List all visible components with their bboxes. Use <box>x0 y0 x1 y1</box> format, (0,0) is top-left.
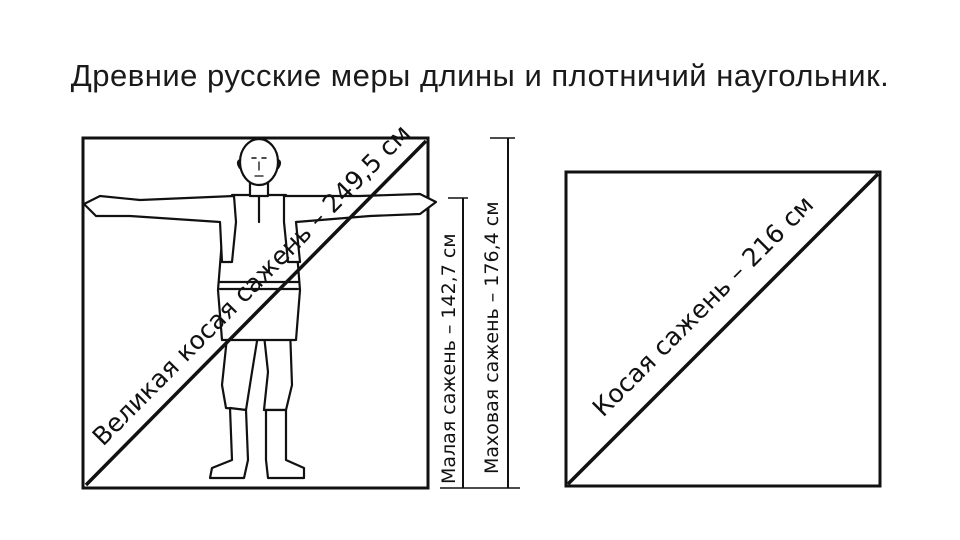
right-diagonal-line <box>566 172 880 486</box>
left-square-frame <box>81 136 430 490</box>
right-figure: Косая сажень – 216 см <box>564 170 882 488</box>
left-figure: Великая косая сажень – 249,5 см Малая са… <box>81 119 520 490</box>
man-figure <box>82 137 438 480</box>
oblique-sazhen-label: Косая сажень – 216 см <box>587 190 820 423</box>
flying-sazhen-label: Маховая сажень – 176,4 см <box>481 201 503 474</box>
left-diagonal-line <box>84 139 428 487</box>
right-square-frame <box>564 170 882 488</box>
small-sazhen-label: Малая сажень – 142,7 см <box>438 233 460 484</box>
slide-title: Древние русские меры длины и плотничий н… <box>70 58 890 93</box>
